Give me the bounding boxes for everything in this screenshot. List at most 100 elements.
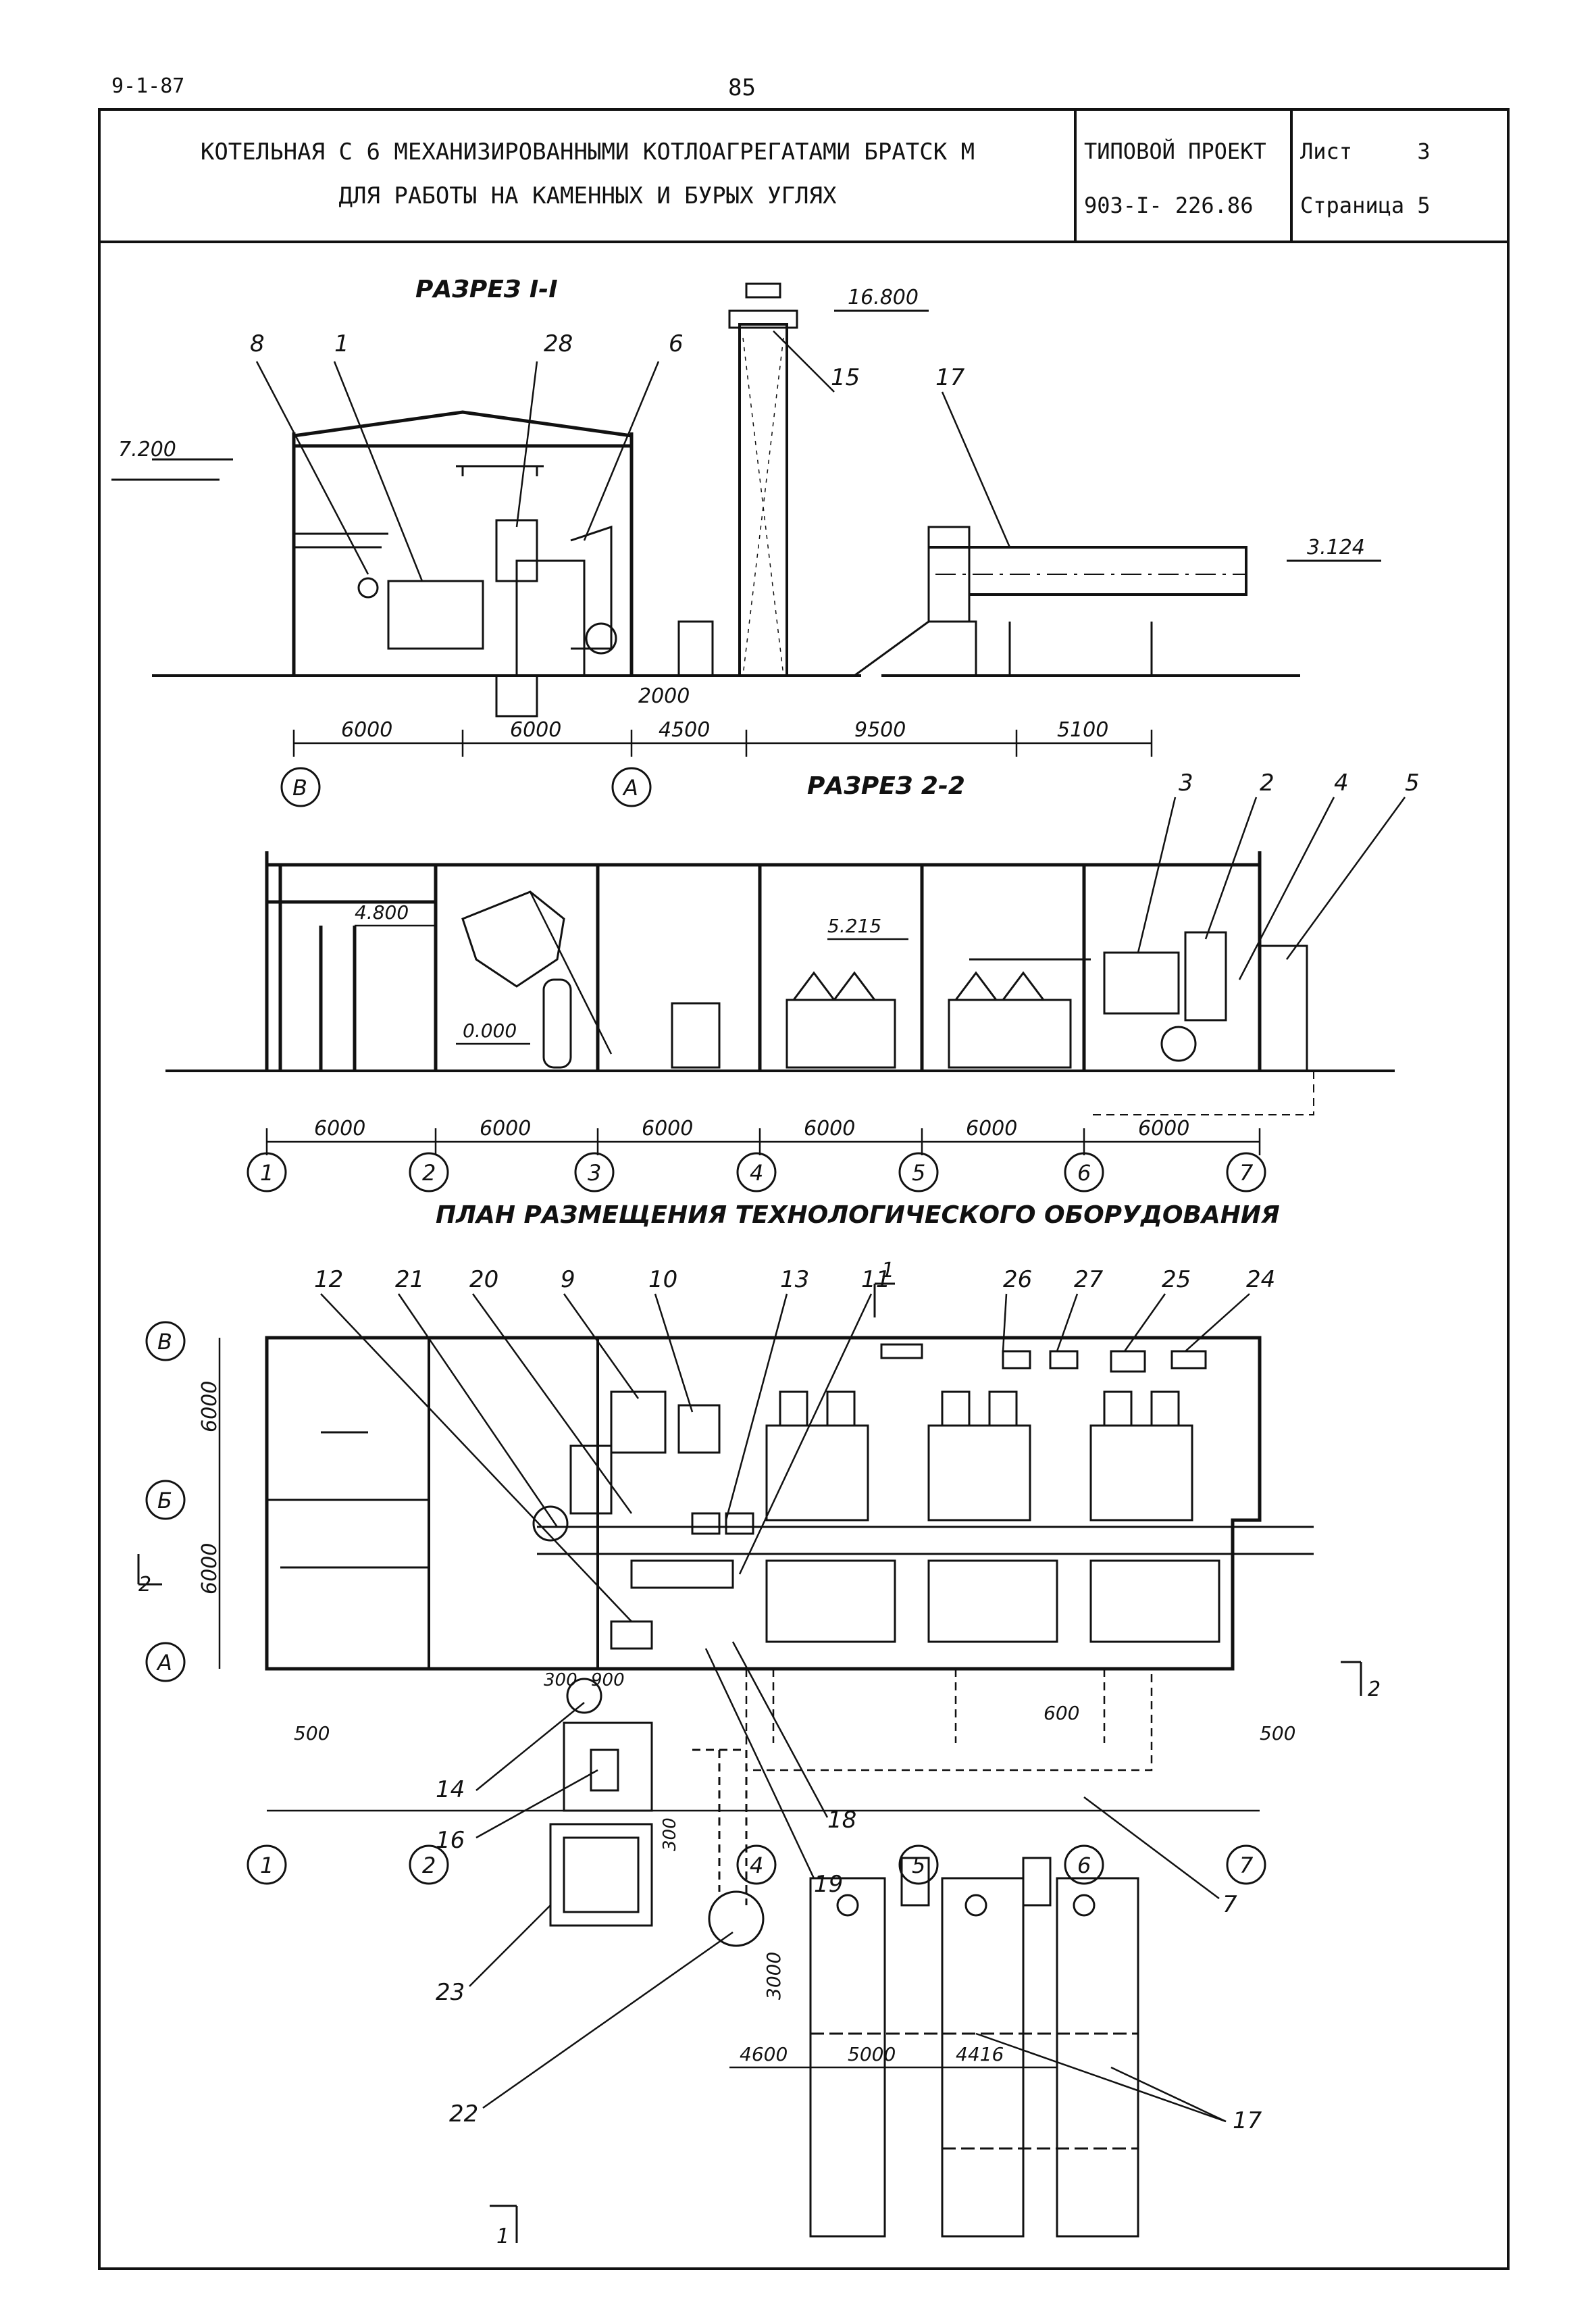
axis-label-6: 6 — [1077, 1160, 1091, 1186]
callout-19: 19 — [814, 1871, 843, 1898]
axis-label-4: 4 — [750, 1160, 763, 1186]
dim-6000: 6000 — [198, 1381, 222, 1432]
chimney-hatch — [742, 337, 784, 676]
page-number: 85 — [728, 74, 756, 101]
axis-label-a: А — [156, 1650, 172, 1676]
cut-mark — [1341, 1661, 1362, 1696]
axis-label-v: В — [292, 775, 307, 801]
section-1-1: РАЗРЕЗ I-I 7.200 16.800 3.124 — [111, 276, 1381, 807]
elevator — [927, 526, 971, 623]
callout-23: 23 — [436, 1979, 465, 2006]
axis-label-b: Б — [157, 1488, 172, 1513]
callout-15: 15 — [831, 364, 860, 391]
dim-6000: 6000 — [642, 1117, 693, 1140]
technical-drawing: РАЗРЕЗ I-I 7.200 16.800 3.124 — [111, 276, 1420, 2248]
axis-label-5: 5 — [912, 1160, 925, 1186]
callout-9: 9 — [561, 1266, 575, 1293]
dim-500: 500 — [1260, 1722, 1295, 1744]
annex — [1260, 945, 1308, 1071]
dim-6000: 6000 — [804, 1117, 855, 1140]
callout-16: 16 — [436, 1827, 465, 1854]
flue-channel — [1091, 1070, 1314, 1115]
callout-12: 12 — [314, 1266, 343, 1293]
callout-14: 14 — [436, 1776, 465, 1803]
col-axis-markers — [247, 1844, 1266, 1885]
cut-mark-label: 2 — [138, 1573, 151, 1596]
callout-27: 27 — [1074, 1266, 1104, 1293]
conveyor-line — [529, 891, 613, 1055]
elevation-0000: 0.000 — [463, 1020, 517, 1042]
dim-6000: 6000 — [314, 1117, 365, 1140]
callout-20: 20 — [469, 1266, 498, 1293]
callout-10: 10 — [648, 1266, 677, 1293]
building-outline — [265, 851, 1262, 1071]
dim-3000: 3000 — [763, 1952, 785, 2000]
plan-walls — [265, 1336, 1262, 1671]
callout-7: 7 — [1222, 1891, 1237, 1918]
dim-600: 600 — [1044, 1702, 1079, 1724]
dim-6000: 6000 — [198, 1543, 222, 1594]
section-2-2: РАЗРЕЗ 2-2 4.800 5.215 — [165, 770, 1420, 1192]
chimney — [738, 323, 788, 677]
plan-title: ПЛАН РАЗМЕЩЕНИЯ ТЕХНОЛОГИЧЕСКОГО ОБОРУДО… — [436, 1201, 1280, 1229]
dim-300: 300 — [660, 1817, 680, 1851]
chimney-top — [745, 282, 781, 299]
axis-label-4: 4 — [750, 1853, 763, 1878]
dim-5000: 5000 — [848, 2043, 896, 2065]
elevation-7200: 7.200 — [118, 438, 176, 461]
callout-18: 18 — [827, 1807, 856, 1834]
cut-mark — [137, 1554, 162, 1586]
dim-6000: 6000 — [341, 718, 392, 742]
callout-25: 25 — [1162, 1266, 1191, 1293]
dim-6000: 6000 — [1138, 1117, 1189, 1140]
boilers-plan — [765, 1390, 1220, 1643]
sheet-label: Лист 3 — [1300, 139, 1431, 164]
callout-17: 17 — [1233, 2107, 1262, 2134]
cut-mark-label: 1 — [496, 2225, 509, 2248]
plan-partitions — [428, 1338, 599, 1669]
hoist-circle — [357, 577, 379, 599]
title-block-divider — [1290, 108, 1293, 243]
axis-marker — [280, 767, 321, 807]
callout-3: 3 — [1179, 770, 1193, 797]
project-label: ТИПОВОЙ ПРОЕКТ — [1084, 139, 1266, 164]
page-value: 5 — [1417, 193, 1431, 218]
dim-5100: 5100 — [1057, 718, 1108, 742]
separator — [542, 978, 572, 1069]
dim-2000: 2000 — [638, 684, 690, 708]
building-outline — [292, 410, 634, 676]
document-code: 9-1-87 — [111, 74, 185, 98]
cyclone — [1103, 951, 1180, 1015]
smoke-exhauster — [1160, 1026, 1197, 1062]
callout-17: 17 — [935, 364, 965, 391]
underground-flues — [745, 1669, 1153, 1771]
axis-label-7: 7 — [1239, 1853, 1254, 1878]
axis-label-a: А — [622, 775, 638, 801]
dim-4416: 4416 — [956, 2043, 1004, 2065]
axis-label-5: 5 — [912, 1853, 925, 1878]
section-1-title: РАЗРЕЗ I-I — [415, 276, 558, 303]
callout-4: 4 — [1334, 770, 1349, 797]
axis-label-3: 3 — [588, 1160, 601, 1186]
dim-6000: 6000 — [510, 718, 561, 742]
plan-rooms — [267, 1431, 429, 1569]
cut-mark — [490, 2205, 518, 2243]
callout-leaders — [1137, 797, 1406, 980]
dim-900: 900 — [591, 1670, 625, 1690]
callout-13: 13 — [780, 1266, 809, 1293]
dimension-chain — [265, 1128, 1261, 1155]
callout-1: 1 — [334, 330, 349, 357]
axis-marker — [611, 767, 652, 807]
callout-22: 22 — [449, 2101, 478, 2128]
gallery — [929, 546, 1247, 596]
axis-label-2: 2 — [422, 1853, 436, 1878]
callout-leaders — [469, 1641, 1227, 2123]
main-flue-duct — [537, 1526, 1314, 1555]
axis-label-1: 1 — [260, 1160, 274, 1186]
dim-9500: 9500 — [854, 718, 906, 742]
callout-26: 26 — [1003, 1266, 1032, 1293]
section-2-title: РАЗРЕЗ 2-2 — [807, 772, 965, 800]
callout-leaders — [320, 1293, 1250, 1622]
fan-circle — [585, 622, 617, 655]
elevation-line — [111, 458, 233, 481]
